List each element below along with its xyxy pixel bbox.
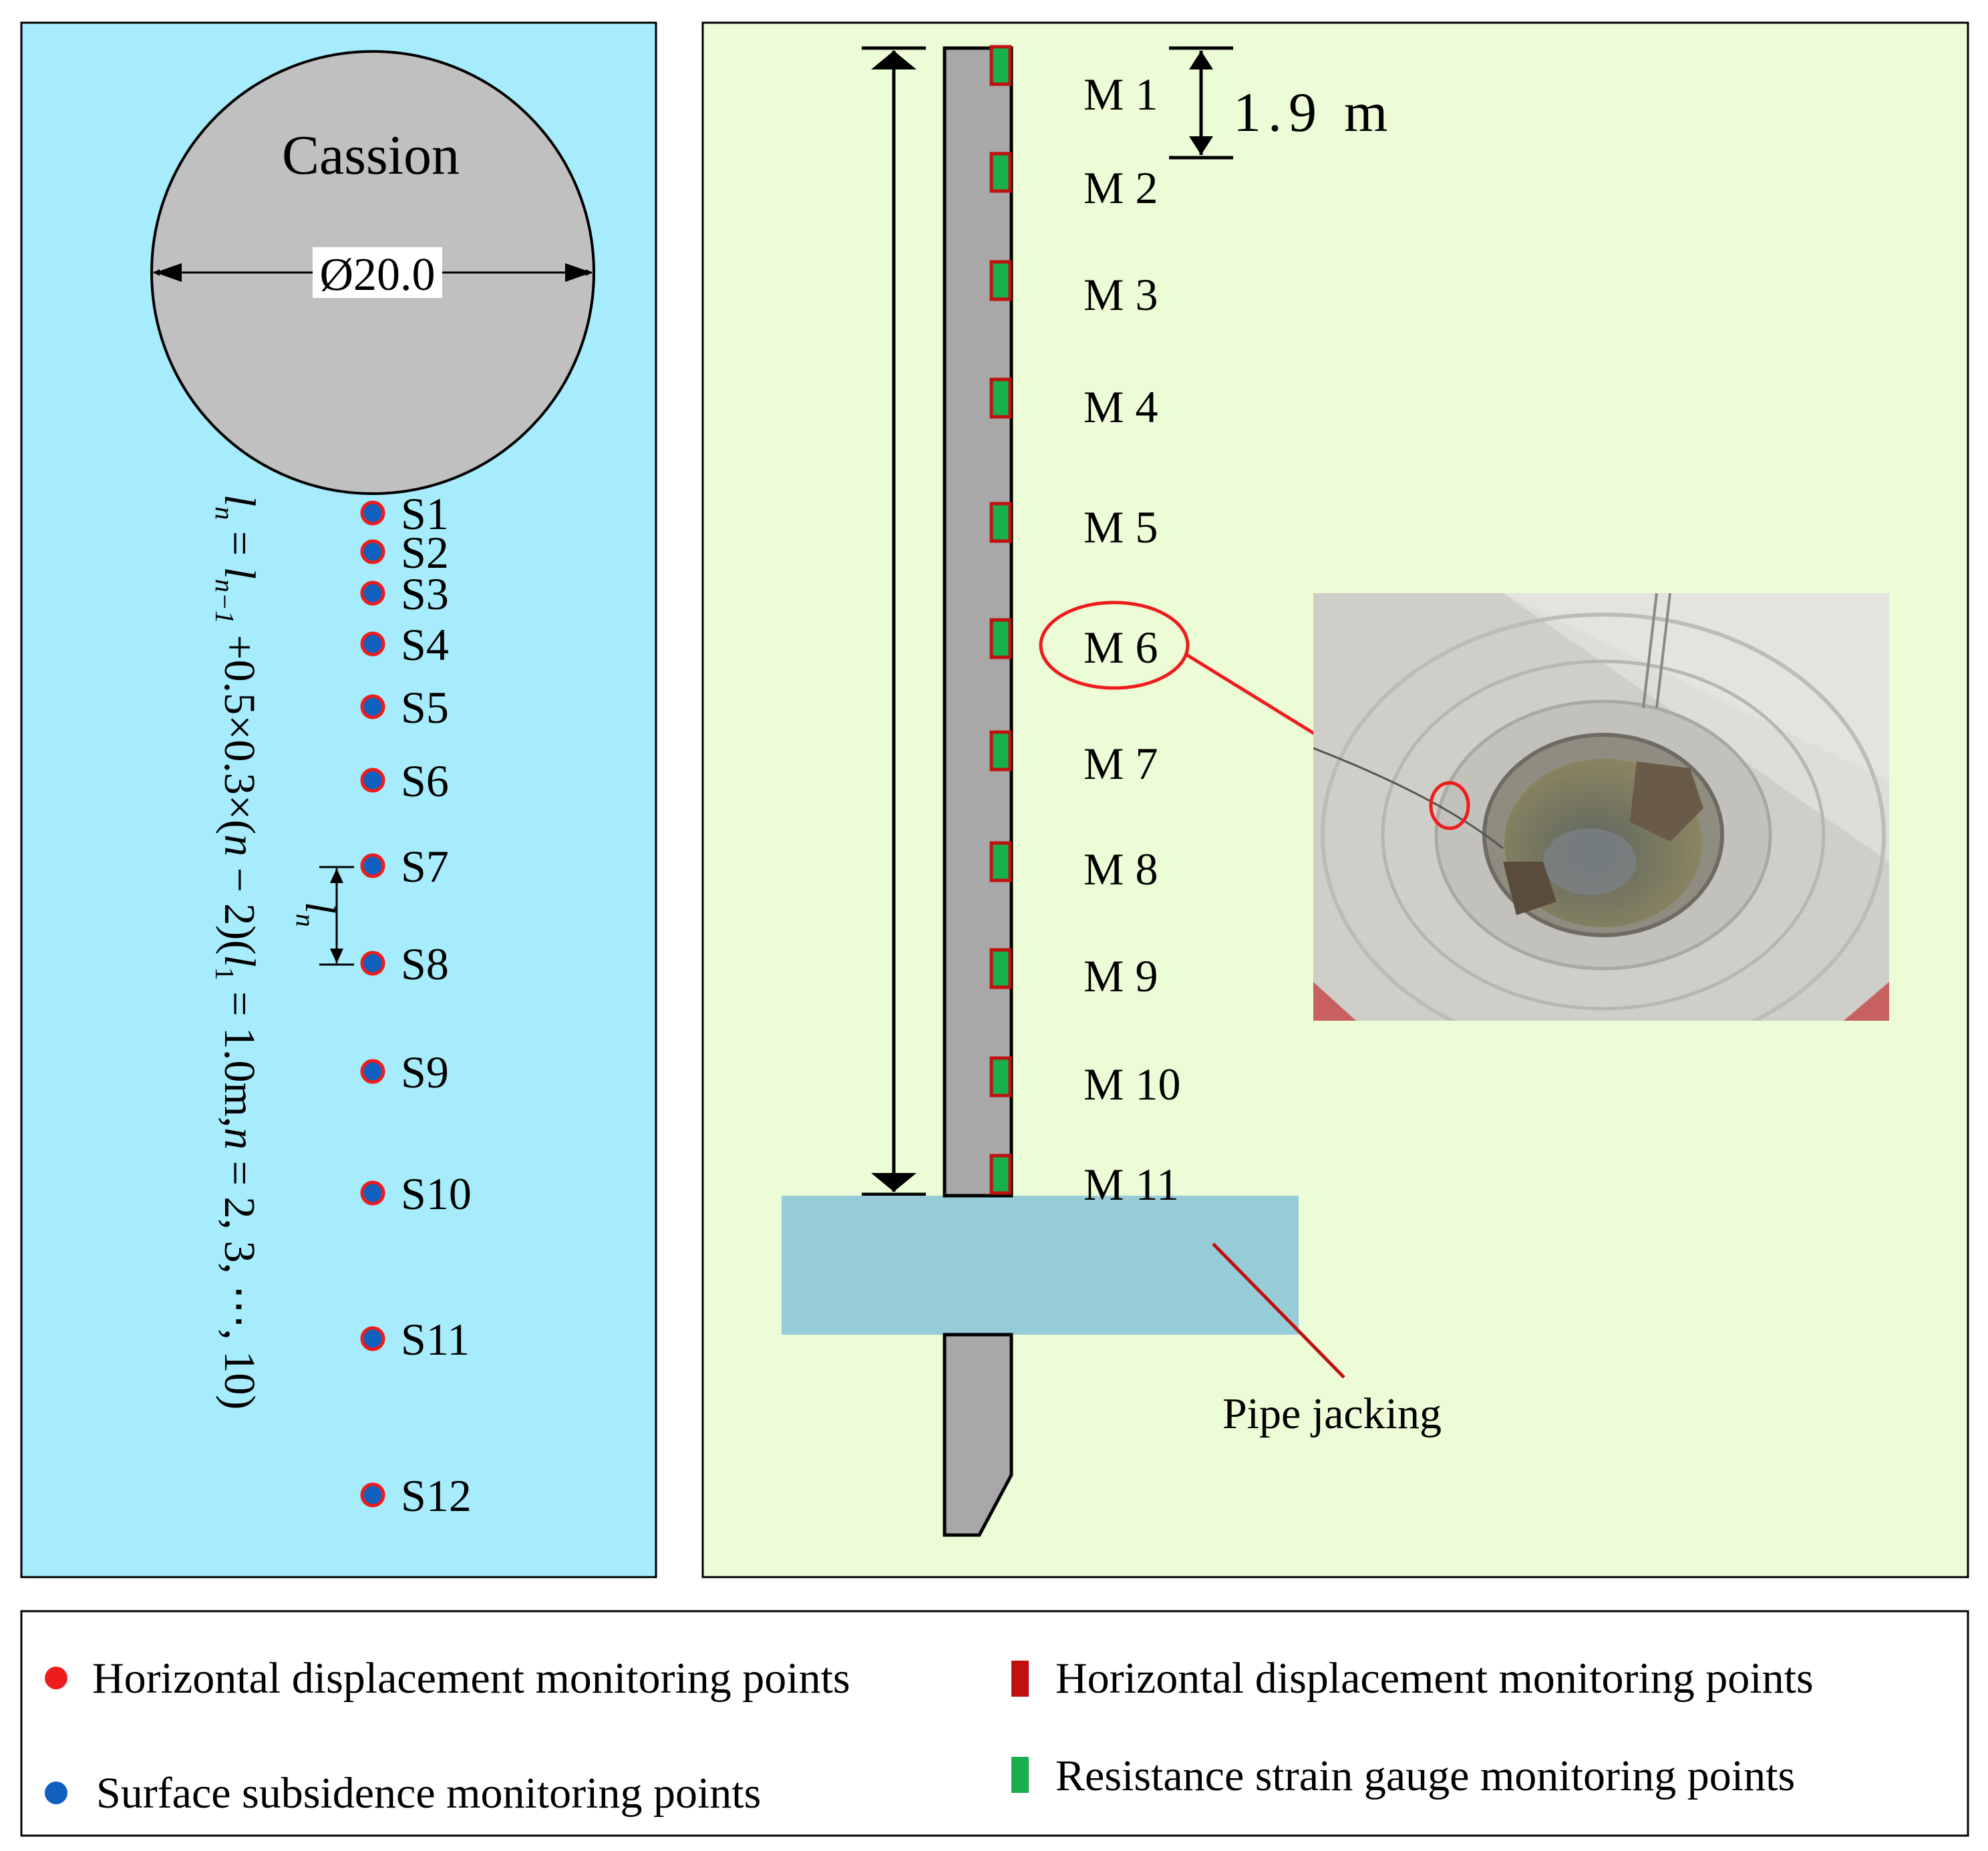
photo-highlight [1429,781,1470,830]
surface-point-label: S11 [401,1314,470,1365]
surface-point-label: S5 [401,682,449,733]
wall-point-label: M 4 [1084,381,1158,432]
pipe-jacking-leader [1212,1242,1345,1379]
wall-point-marker [989,152,1012,193]
surface-point-label: S8 [401,939,449,989]
surface-point-marker [360,539,385,564]
legend-item-horizontal-circle: Horizontal displacement monitoring point… [92,1654,850,1703]
surface-point-marker [360,1059,385,1084]
legend: Horizontal displacement monitoring point… [20,1610,1969,1837]
wall-point-marker [989,45,1012,86]
wall-point-marker [989,377,1012,419]
right-panel: 1.9 m M 1M 2M 3M 4M 5M 6M 7M 8M 9M 10M 1… [701,21,1969,1578]
diaphragm-wall-lower [943,1333,1013,1537]
spacing-formula: ln = ln−1 +0.5×0.3×(n − 2)(l1 = 1.0m,n =… [210,494,264,1409]
wall-point-marker [989,948,1012,989]
surface-point-marker [360,1326,385,1351]
wall-points: M 1 M 2 M 3 M 4 M 5 M 6 M 7 M 8 M 9 M 10 M 11 [989,45,1180,1210]
diaphragm-wall [943,46,1013,1198]
wall-point-label: M 6 [1084,622,1158,673]
wall-point-label: M 3 [1084,269,1158,320]
surface-point-marker [360,631,385,657]
surface-point-label: S10 [401,1168,472,1219]
wall-point-label: M 1 [1084,69,1158,120]
spacing-1-9m-label: 1.9 m [1233,81,1394,144]
legend-item-strain-gauge: Resistance strain gauge monitoring point… [1055,1751,1795,1800]
surface-point-marker [360,580,385,606]
surface-point-marker [360,1180,385,1206]
wall-point-marker [989,730,1012,772]
wall-point-label: M 7 [1084,738,1158,789]
wall-point-marker [989,618,1012,659]
surface-point-label: S3 [401,568,449,619]
svg-text:ln = ln−1 +0.5×0.3×(n − 2)(l1: ln = ln−1 +0.5×0.3×(n − 2)(l1 = 1.0m,n =… [210,494,264,1409]
surface-point-label: S2 [401,527,449,578]
surface-point-marker [360,768,385,793]
pipe-jacking-block [782,1196,1299,1335]
surface-point-label: S1 [401,488,449,539]
spacing-1-9m: 1.9 m [1169,46,1394,160]
wall-point-marker [989,502,1012,543]
surface-point-label: S12 [401,1470,472,1521]
wall-point-label: M 9 [1084,951,1158,1001]
legend-item-horizontal-square: Horizontal displacement monitoring point… [1055,1654,1814,1703]
depth-arrow [862,46,926,1196]
spacing-label-l: l [297,902,344,914]
wall-point-label: M 10 [1084,1059,1180,1110]
legend-blue-circle-marker [45,1782,67,1804]
m6-highlight [1039,601,1190,690]
legend-red-square-marker [1011,1661,1029,1697]
site-photo [1313,593,1889,1021]
diameter-arrowhead-right [565,263,592,282]
wall-point-label: M 11 [1084,1159,1179,1210]
surface-point-marker [360,694,385,719]
svg-text:ln: ln [291,902,344,927]
wall-point-label: M 8 [1084,844,1158,894]
wall-point-marker [989,1056,1012,1098]
surface-point-label: S4 [401,619,449,670]
surface-point-marker [360,1482,385,1508]
pipe-jacking-label: Pipe jacking [1222,1389,1442,1438]
surface-point-marker [360,853,385,878]
caisson-label: Cassion [282,124,460,186]
diameter-arrowhead-left [155,263,182,282]
surface-point-label: S6 [401,755,449,806]
wall-point-marker [989,1154,1012,1195]
legend-red-circle-marker [45,1667,67,1689]
diameter-label-bg [313,247,442,298]
wall-point-marker [989,841,1012,882]
surface-point-label: S7 [401,841,449,892]
diameter-label: Ø20.0 [319,249,435,301]
spacing-label-n: n [291,914,321,927]
left-panel: Cassion Ø20.0 ln = ln−1 +0.5×0.3×(n − 2)… [20,21,657,1578]
wall-point-label: M 2 [1084,162,1158,213]
legend-green-square-marker [1011,1757,1029,1793]
surface-point-marker [360,500,385,526]
wall-point-marker [989,260,1012,301]
surface-point-label: S9 [401,1047,449,1098]
legend-item-subsidence: Surface subsidence monitoring points [96,1769,761,1818]
legend-box [20,1610,1969,1837]
surface-point-marker [360,951,385,976]
spacing-indicator: ln [291,866,354,966]
wall-point-label: M 5 [1084,502,1158,552]
